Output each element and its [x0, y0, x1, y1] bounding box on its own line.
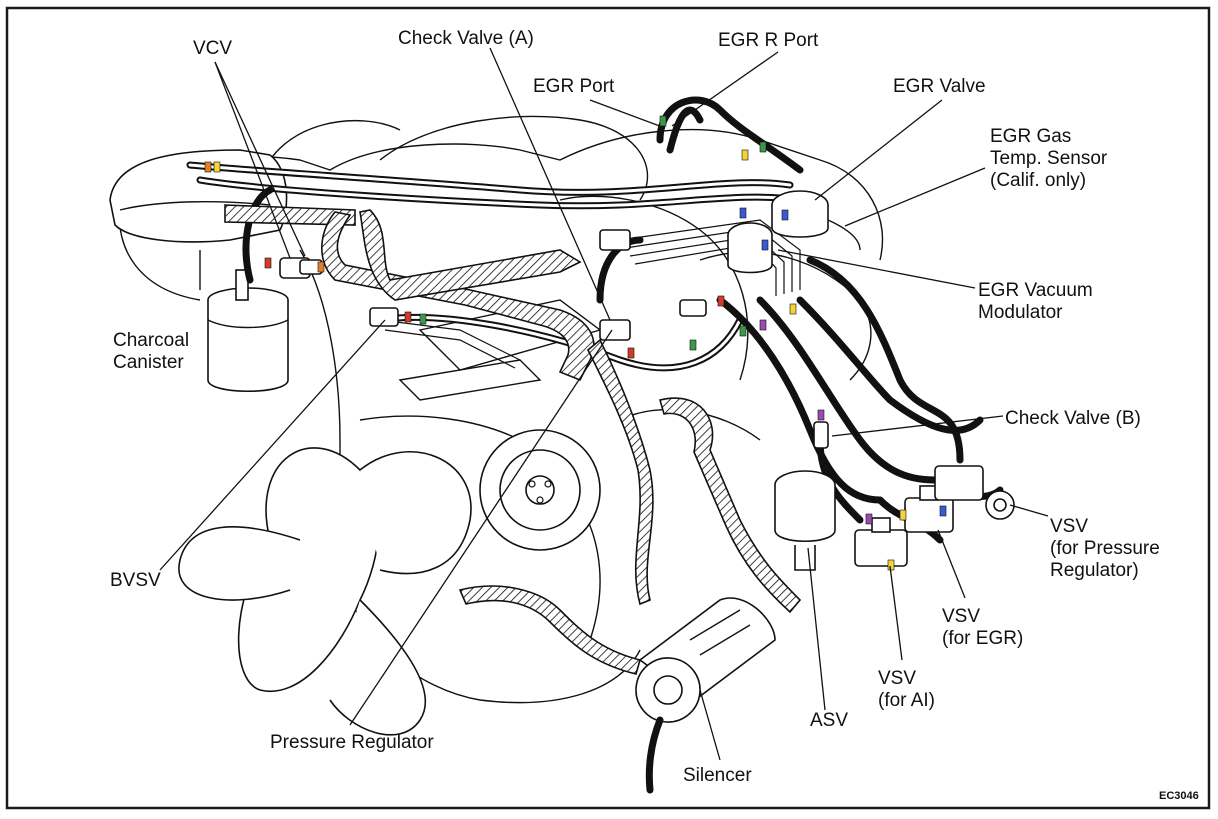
air-switching-valve [774, 470, 836, 571]
leader-bvsv [159, 319, 386, 571]
cooling-fan [178, 447, 472, 736]
leader-egr-gas-temp [844, 167, 986, 227]
leader-check-valve-a [489, 47, 611, 321]
label-asv: ASV [810, 710, 849, 731]
leader-pressure-regulator [349, 329, 613, 726]
label-bvsv: BVSV [110, 570, 161, 591]
leader-vcv [214, 61, 306, 257]
label-vsv-egr: VSV (for EGR) [942, 606, 1024, 649]
label-vsv-ai: VSV (for AI) [878, 668, 936, 711]
crank-pulley [479, 429, 601, 551]
label-egr-gas-temp-sensor: EGR Gas Temp. Sensor (Calif. only) [990, 126, 1108, 191]
vacuum-hoses [186, 96, 1004, 544]
small-valves [279, 229, 707, 341]
leader-lines [159, 47, 1049, 761]
label-silencer: Silencer [683, 765, 752, 786]
label-vsv-pressure-regulator: VSV (for Pressure Regulator) [1050, 516, 1160, 581]
leader-vsv-pressure-regulator [1009, 504, 1049, 517]
vsv-group [854, 465, 1015, 567]
leader-egr-port [589, 99, 666, 129]
label-egr-valve: EGR Valve [893, 76, 986, 97]
egr-valve-assembly [727, 190, 861, 274]
leader-vsv-egr [937, 529, 966, 599]
label-check-valve-b: Check Valve (B) [1005, 408, 1141, 429]
corrugated-air-hoses [224, 204, 802, 675]
figure-frame [5, 6, 1211, 810]
label-pressure-regulator: Pressure Regulator [270, 732, 434, 753]
label-egr-vacuum-modulator: EGR Vacuum Modulator [978, 280, 1093, 323]
label-vcv: VCV [193, 38, 233, 59]
label-egr-port: EGR Port [533, 76, 615, 97]
charcoal-canister [207, 269, 289, 392]
leader-silencer [699, 689, 721, 761]
label-charcoal-canister: Charcoal Canister [113, 330, 190, 373]
leader-asv [807, 547, 826, 711]
leader-egr-modulator [777, 249, 976, 289]
leader-vcv-2 [214, 61, 291, 259]
leader-check-valve-b [831, 415, 1004, 437]
check-valve-b [813, 421, 829, 449]
label-check-valve-a: Check Valve (A) [398, 28, 534, 49]
leader-egr-valve [814, 99, 943, 201]
silencer [635, 597, 776, 794]
figure-code: EC3046 [1159, 790, 1199, 802]
leader-egr-r-port [671, 51, 779, 127]
label-egr-r-port: EGR R Port [718, 30, 819, 51]
leader-vsv-ai [889, 565, 903, 661]
